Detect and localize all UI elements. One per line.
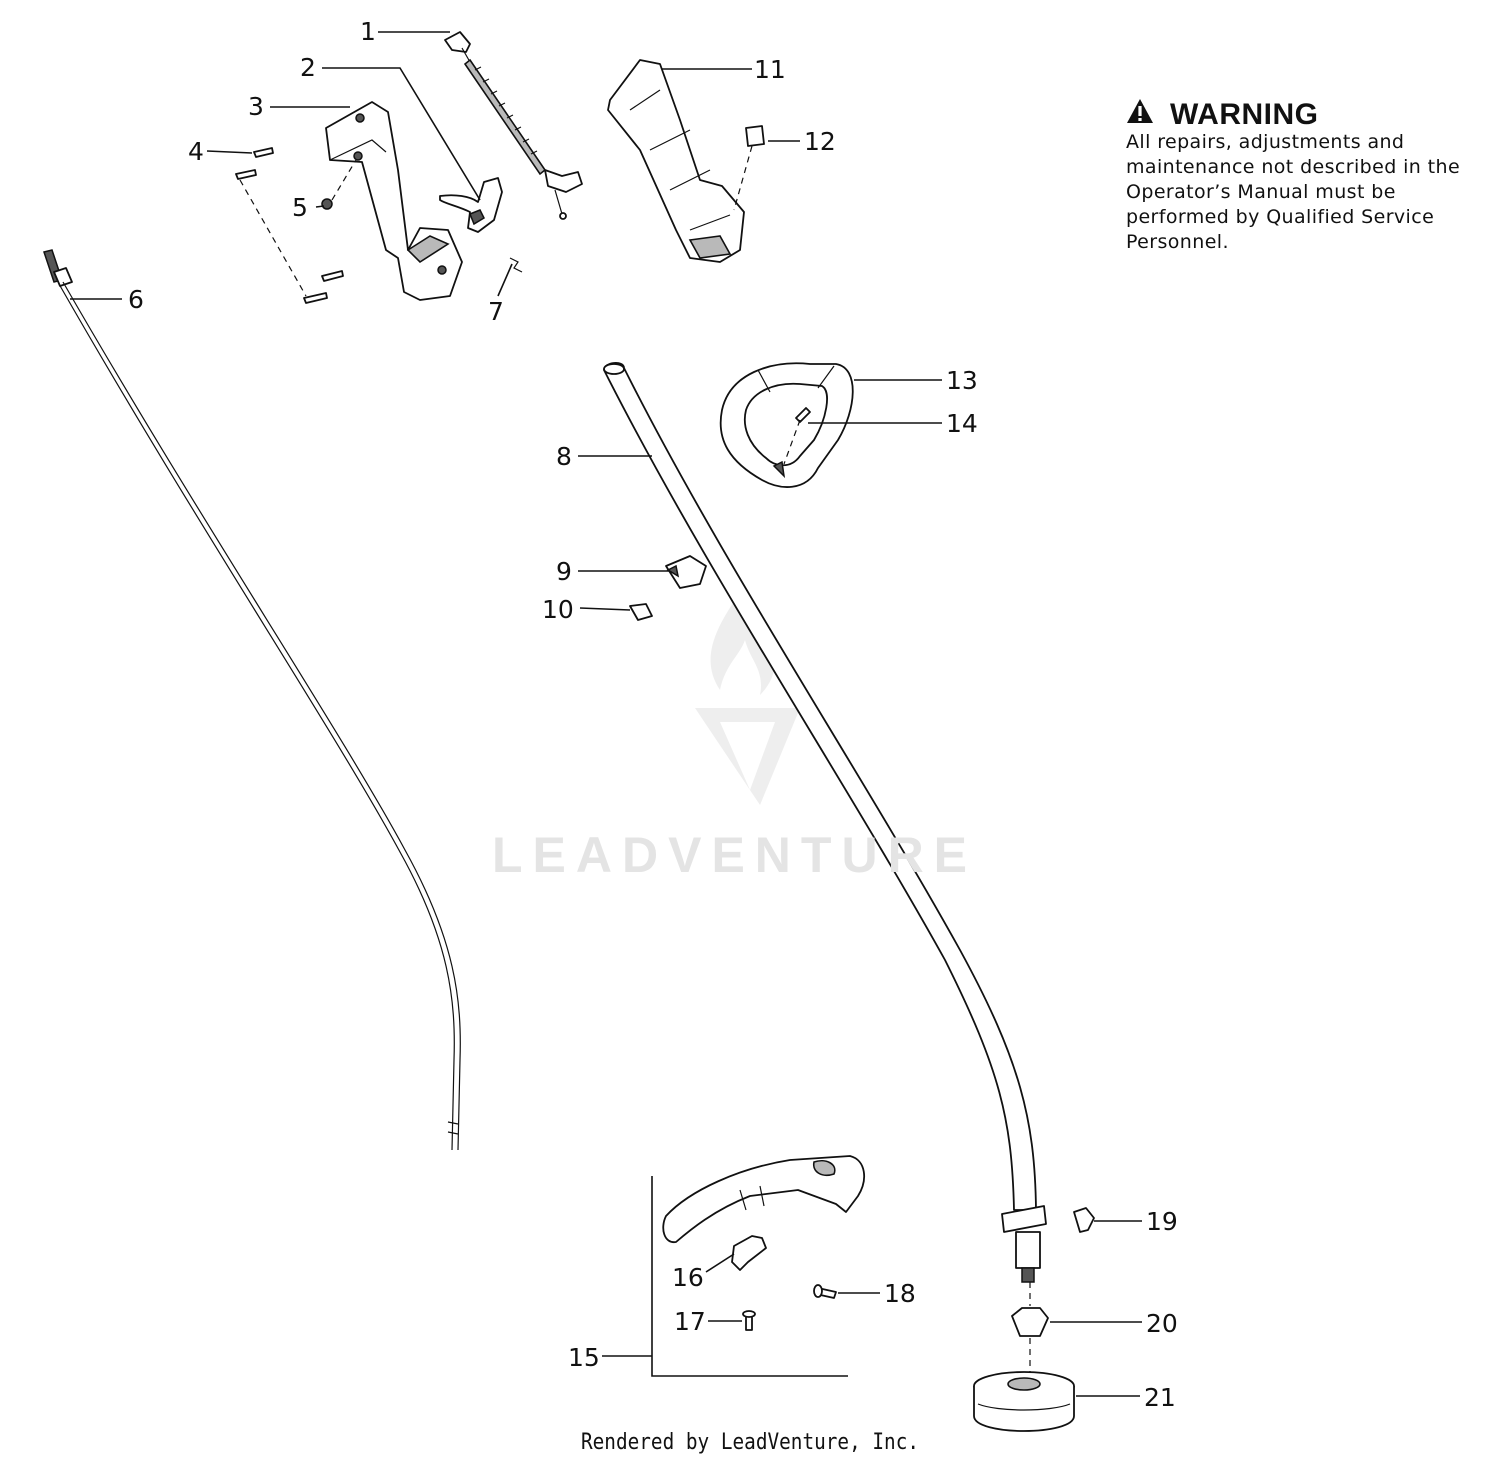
warning-text: All repairs, adjustments and maintenance… bbox=[1126, 131, 1461, 253]
callout-3: 3 bbox=[248, 92, 264, 121]
watermark-logo bbox=[695, 600, 800, 805]
callout-15: 15 bbox=[568, 1343, 600, 1372]
clamp-parts bbox=[629, 555, 707, 621]
handle-housing-part bbox=[325, 101, 463, 301]
callout-21: 21 bbox=[1144, 1383, 1176, 1412]
shaft-tube-part bbox=[603, 362, 1047, 1283]
callout-12: 12 bbox=[804, 127, 836, 156]
head-parts bbox=[973, 1207, 1095, 1432]
callout-6: 6 bbox=[128, 285, 144, 314]
callout-16: 16 bbox=[672, 1263, 704, 1292]
callout-labels: 1 2 3 4 5 6 7 8 9 10 11 12 13 14 15 16 1… bbox=[128, 17, 1178, 1412]
callout-4: 4 bbox=[188, 137, 204, 166]
callout-8: 8 bbox=[556, 442, 572, 471]
callout-5: 5 bbox=[292, 193, 308, 222]
callout-1: 1 bbox=[360, 17, 376, 46]
rear-handle-part bbox=[607, 59, 765, 263]
assist-handle-part bbox=[719, 362, 854, 488]
warning-triangle-icon bbox=[1127, 99, 1153, 123]
throttle-trigger-part bbox=[439, 177, 503, 233]
callout-2: 2 bbox=[300, 53, 316, 82]
callout-9: 9 bbox=[556, 557, 572, 586]
warning-box: WARNING All repairs, adjustments and mai… bbox=[1126, 98, 1466, 255]
throttle-cable-part bbox=[444, 31, 583, 220]
watermark-text: LEADVENTURE bbox=[492, 827, 978, 883]
callout-10: 10 bbox=[542, 595, 574, 624]
callout-11: 11 bbox=[754, 55, 786, 84]
callout-19: 19 bbox=[1146, 1207, 1178, 1236]
leader-lines bbox=[70, 31, 1142, 1397]
callout-13: 13 bbox=[946, 366, 978, 395]
callout-17: 17 bbox=[674, 1307, 706, 1336]
callout-20: 20 bbox=[1146, 1309, 1178, 1338]
callout-18: 18 bbox=[884, 1279, 916, 1308]
guard-kit-part bbox=[651, 1155, 865, 1377]
warning-heading: WARNING bbox=[1127, 98, 1466, 132]
callout-7: 7 bbox=[488, 297, 504, 326]
footer-credit: Rendered by LeadVenture, Inc. bbox=[580, 1430, 920, 1455]
drive-shaft-part bbox=[43, 249, 461, 1151]
spring-clip-part bbox=[509, 257, 523, 273]
screw-parts bbox=[235, 147, 357, 304]
warning-title: WARNING bbox=[1170, 98, 1319, 131]
callout-14: 14 bbox=[946, 409, 978, 438]
